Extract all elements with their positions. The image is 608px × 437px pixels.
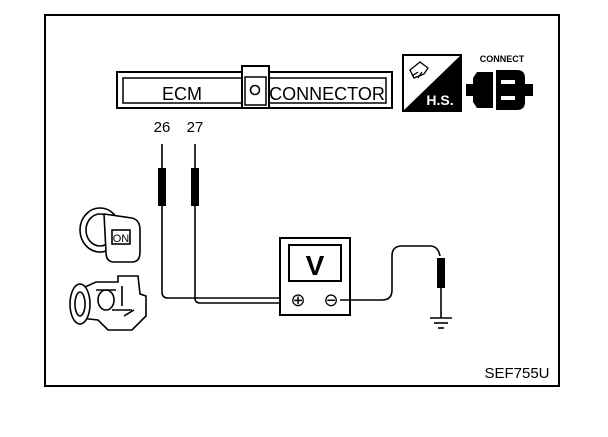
ground-probe — [437, 258, 445, 288]
ecm-label: ECM — [162, 84, 202, 104]
probe-26 — [158, 168, 166, 206]
ground-icon — [430, 317, 452, 329]
ecm-connector: ECM CONNECTOR — [116, 65, 393, 109]
probe-27 — [191, 168, 199, 206]
probe-wires — [161, 144, 282, 304]
connect-plug-icon — [466, 70, 533, 110]
handstand-icon: H.S. — [402, 54, 462, 112]
ground-lead — [340, 245, 442, 318]
pin-27-label: 27 — [187, 119, 204, 136]
ignition-on-label: ON — [113, 233, 130, 245]
ignition-key-on-icon — [79, 207, 141, 263]
connect-label: CONNECT — [480, 54, 525, 64]
voltmeter-symbol: V — [306, 250, 325, 281]
diagram-frame — [44, 14, 560, 387]
negative-terminal: ⊖ — [323, 290, 338, 310]
engine-icon — [69, 275, 147, 331]
pin-26-label: 26 — [154, 119, 171, 136]
voltmeter-icon: V ⊕ ⊖ — [279, 237, 351, 316]
figure-code: SEF755U — [484, 365, 549, 382]
positive-terminal: ⊕ — [290, 290, 305, 310]
hs-label: H.S. — [426, 92, 453, 108]
connector-label: CONNECTOR — [269, 84, 385, 104]
